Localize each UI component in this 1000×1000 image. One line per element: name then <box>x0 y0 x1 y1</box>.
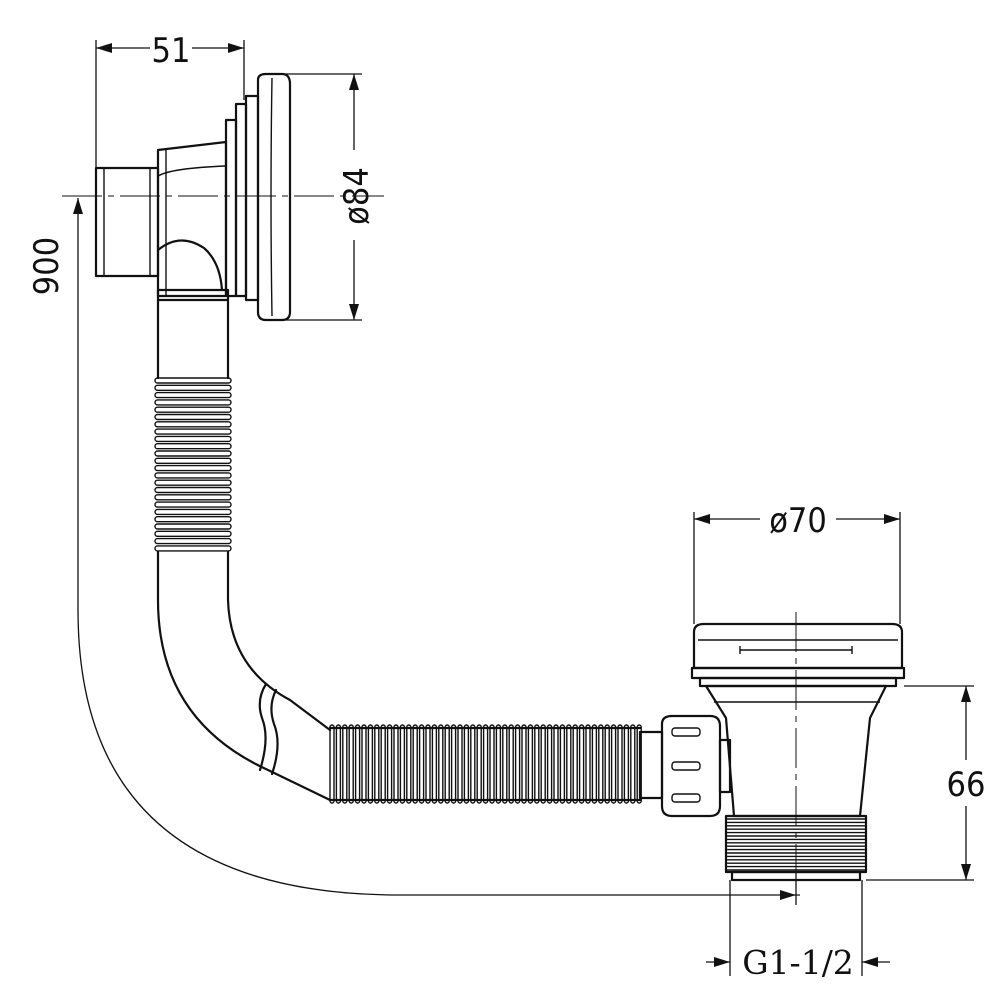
rib <box>585 724 591 804</box>
rib <box>444 724 450 804</box>
rib <box>489 724 495 804</box>
rib <box>470 724 476 804</box>
horizontal-corrugation <box>329 724 642 804</box>
overflow-pipe <box>154 288 332 802</box>
rib <box>361 724 367 804</box>
rib <box>598 724 604 804</box>
rib <box>154 428 232 435</box>
rib <box>335 724 342 804</box>
dimension-84: ø84 <box>262 73 377 321</box>
rib <box>154 391 232 399</box>
rib <box>399 724 406 804</box>
rib <box>154 413 232 421</box>
rib <box>386 724 393 804</box>
rib <box>463 724 470 804</box>
rib <box>393 724 399 804</box>
waste-body <box>690 612 906 884</box>
rib <box>374 724 380 804</box>
overflow-head <box>94 72 292 322</box>
dimension-66: 66 <box>866 685 986 881</box>
rib <box>154 479 232 486</box>
rib <box>418 724 425 804</box>
rib <box>534 724 540 804</box>
rib <box>154 530 232 537</box>
rib <box>367 724 374 804</box>
rib <box>623 724 630 804</box>
rib <box>508 724 514 804</box>
rib <box>342 724 348 804</box>
vertical-corrugation <box>154 377 232 552</box>
rib <box>591 724 598 804</box>
rib <box>154 435 232 443</box>
rib <box>154 523 232 530</box>
rib <box>154 537 232 545</box>
rib <box>457 724 463 804</box>
rib <box>578 724 585 804</box>
rib <box>604 724 610 804</box>
dimension-66-label: 66 <box>947 765 986 805</box>
rib <box>540 724 546 804</box>
dimension-900-label: 900 <box>27 237 67 295</box>
rib <box>476 724 482 804</box>
rib <box>412 724 418 804</box>
rib <box>514 724 521 804</box>
rib <box>154 501 232 508</box>
rib <box>527 724 534 804</box>
dimension-51-label: 51 <box>152 31 191 71</box>
rib <box>546 724 553 804</box>
rib <box>154 421 232 428</box>
rib <box>154 450 232 457</box>
rib <box>610 724 617 804</box>
rib <box>354 724 361 804</box>
rib <box>482 724 489 804</box>
dimension-51: 51 <box>95 31 245 168</box>
rib <box>431 724 438 804</box>
horizontal-hose <box>328 724 642 804</box>
rib <box>154 545 232 552</box>
rib <box>154 384 232 391</box>
rib <box>154 406 232 413</box>
rib <box>636 724 642 804</box>
rib <box>559 724 566 804</box>
rib <box>154 443 232 450</box>
rib <box>572 724 578 804</box>
rib <box>502 724 508 804</box>
rib <box>553 724 559 804</box>
rib <box>566 724 572 804</box>
rib <box>154 486 232 494</box>
dimension-thread: G1-1/2 <box>706 880 890 982</box>
rib <box>154 494 232 501</box>
union-nut <box>638 714 732 818</box>
rib <box>154 464 232 472</box>
rib <box>450 724 457 804</box>
rib <box>406 724 412 804</box>
rib <box>425 724 431 804</box>
rib <box>154 516 232 523</box>
rib <box>438 724 444 804</box>
rib <box>521 724 527 804</box>
rib <box>154 399 232 406</box>
dimension-70-label: ø70 <box>769 501 827 541</box>
rib <box>495 724 502 804</box>
rib <box>348 724 354 804</box>
rib <box>617 724 623 804</box>
rib <box>154 457 232 464</box>
dimension-thread-label: G1-1/2 <box>742 943 854 982</box>
rib <box>630 724 636 804</box>
rib <box>154 472 232 479</box>
rib <box>329 724 335 804</box>
rib <box>154 508 232 516</box>
rib <box>154 377 232 384</box>
dimension-70: ø70 <box>693 501 901 624</box>
rib <box>380 724 386 804</box>
